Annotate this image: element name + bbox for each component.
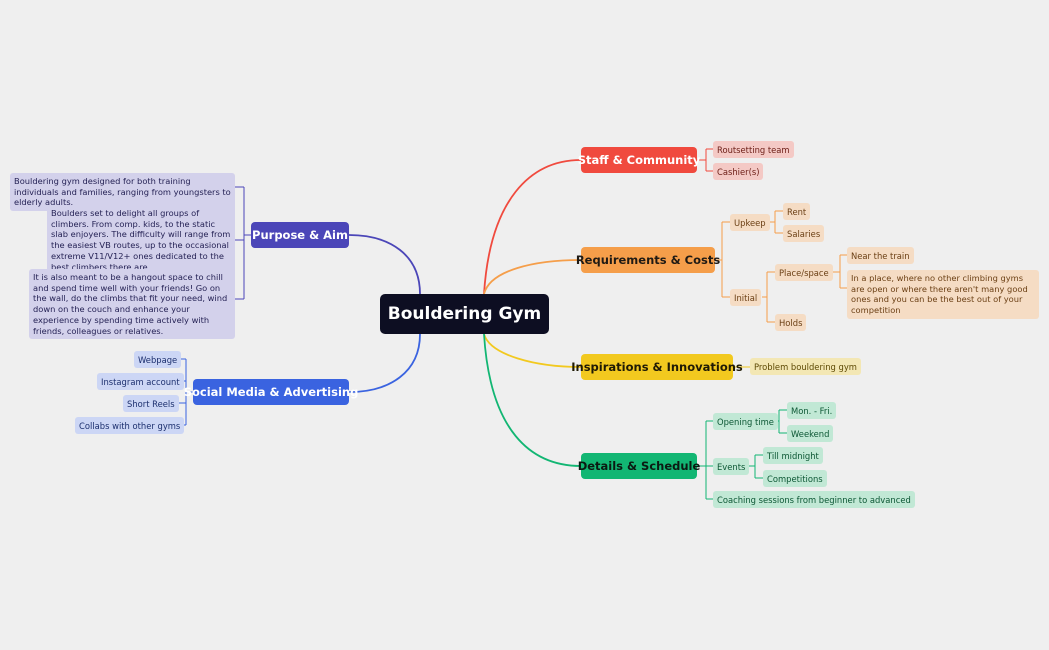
staff-item-cashier[interactable]: Cashier(s) bbox=[713, 163, 764, 180]
details-events[interactable]: Events bbox=[713, 458, 750, 475]
social-item-collabs[interactable]: Collabs with other gyms bbox=[75, 417, 185, 434]
social-item-reels[interactable]: Short Reels bbox=[123, 395, 179, 412]
inspirations-topic[interactable]: Inspirations & Innovations bbox=[571, 354, 743, 380]
req-initial[interactable]: Initial bbox=[730, 289, 762, 306]
req-upkeep[interactable]: Upkeep bbox=[730, 214, 770, 231]
details-till-midnight[interactable]: Till midnight bbox=[763, 447, 823, 464]
purpose-item-3[interactable]: It is also meant to be a hangout space t… bbox=[29, 269, 235, 340]
connector-staff-items bbox=[697, 148, 713, 172]
social-media-topic[interactable]: Social Media & Advertising bbox=[184, 379, 358, 405]
req-salaries[interactable]: Salaries bbox=[783, 225, 825, 242]
connector-inspirations bbox=[483, 333, 582, 368]
details-mon-fri[interactable]: Mon. - Fri. bbox=[787, 402, 837, 419]
req-place-note[interactable]: In a place, where no other climbing gyms… bbox=[847, 270, 1039, 319]
purpose-aim-topic[interactable]: Purpose & Aim bbox=[251, 222, 349, 248]
purpose-item-2[interactable]: Boulders set to delight all groups of cl… bbox=[47, 205, 235, 276]
req-place-space[interactable]: Place/space bbox=[775, 264, 833, 281]
insp-item-problem-gym[interactable]: Problem bouldering gym bbox=[750, 358, 861, 375]
connector-staff bbox=[483, 159, 582, 295]
purpose-item-1[interactable]: Bouldering gym designed for both trainin… bbox=[10, 173, 235, 212]
connector-requirements bbox=[483, 259, 582, 295]
root-topic[interactable]: Bouldering Gym bbox=[380, 294, 549, 334]
connector-purpose bbox=[348, 234, 421, 295]
social-item-instagram[interactable]: Instagram account bbox=[97, 373, 184, 390]
details-competitions[interactable]: Competitions bbox=[763, 470, 827, 487]
connector-social bbox=[348, 333, 421, 393]
staff-community-topic[interactable]: Staff & Community bbox=[578, 147, 700, 173]
req-near-train[interactable]: Near the train bbox=[847, 247, 914, 264]
social-item-webpage[interactable]: Webpage bbox=[134, 351, 182, 368]
requirements-costs-topic[interactable]: Requirements & Costs bbox=[576, 247, 720, 273]
details-opening-time[interactable]: Opening time bbox=[713, 413, 778, 430]
connector-purpose-items bbox=[235, 186, 251, 300]
connector-details bbox=[483, 333, 582, 467]
details-schedule-topic[interactable]: Details & Schedule bbox=[578, 453, 700, 479]
details-coaching[interactable]: Coaching sessions from beginner to advan… bbox=[713, 491, 915, 508]
req-holds[interactable]: Holds bbox=[775, 314, 807, 331]
staff-item-routsetting[interactable]: Routsetting team bbox=[713, 141, 794, 158]
req-rent[interactable]: Rent bbox=[783, 203, 811, 220]
details-weekend[interactable]: Weekend bbox=[787, 425, 834, 442]
